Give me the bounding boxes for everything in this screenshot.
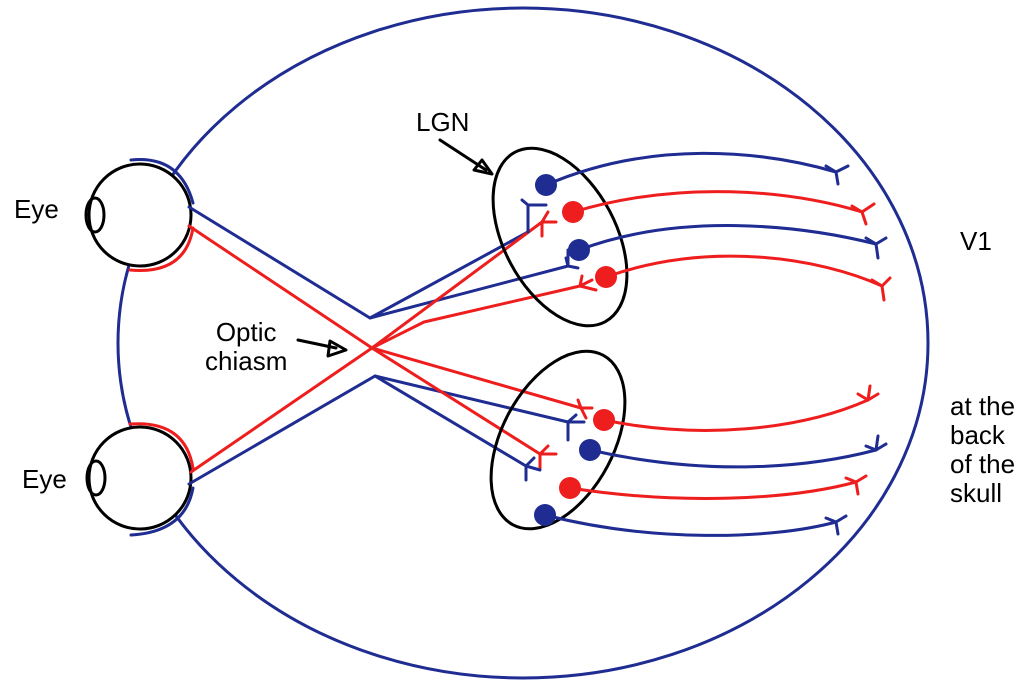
optic-tract-blue-bottom-branch — [373, 374, 528, 468]
v1-terminal-blue — [864, 434, 888, 452]
retina-top-nasal — [128, 226, 195, 272]
terminal-blue — [566, 413, 586, 442]
v1-terminal-red — [850, 202, 876, 226]
terminal-blue — [524, 456, 542, 482]
lgn-bottom-terminals — [524, 398, 594, 482]
radiation-red — [568, 480, 858, 500]
skull-note-line4: skull — [950, 478, 1003, 508]
optic-tract-blue-top-uncrossed — [187, 205, 530, 320]
lgn-top-terminals — [520, 198, 598, 292]
radiation-red — [604, 254, 884, 288]
radiation-blue — [577, 224, 878, 252]
eyeball-top — [87, 162, 193, 268]
skull-note-line3: of the — [950, 449, 1016, 479]
lgn-bottom-outline — [489, 349, 627, 531]
radiation-blue — [544, 151, 838, 187]
v1-terminal-red — [844, 474, 868, 496]
v1-terminal-blue — [864, 236, 888, 260]
retina-bottom-nasal — [128, 422, 195, 470]
optic-chiasm-label-line2: chiasm — [205, 346, 288, 376]
retina-top-temporal — [129, 158, 195, 205]
optic-chiasm-label: Optic chiasm — [205, 318, 287, 376]
terminal-red — [578, 274, 598, 292]
arrow-optic-chiasm — [296, 338, 348, 358]
v1-terminal-blue — [824, 164, 850, 186]
optic-tract-blue-top-branch — [368, 264, 570, 320]
optic-tract-blue-bottom-uncrossed — [187, 374, 570, 486]
lgn-top-outline — [491, 146, 629, 328]
radiation-red — [602, 398, 870, 432]
terminal-blue — [564, 248, 580, 270]
arrow-lgn — [438, 138, 494, 176]
eye-top-label: Eye — [14, 194, 59, 224]
radiation-blue — [543, 513, 838, 537]
skull-note-line2: back — [950, 420, 1005, 450]
v1-terminal-red — [870, 276, 892, 302]
skull-outline — [116, 6, 930, 680]
v1-label: V1 — [960, 226, 992, 256]
radiation-blue — [588, 448, 878, 469]
skull-note-line1: at the — [950, 391, 1016, 421]
terminal-red — [538, 444, 558, 470]
radiation-red — [571, 190, 864, 214]
optic-chiasm-label-line1: Optic — [215, 317, 277, 347]
optic-tract-red-bottom-crossed-branch — [370, 284, 582, 350]
eyeball-bottom — [87, 425, 193, 531]
cornea-bottom — [85, 459, 107, 497]
v1-terminal-red — [856, 384, 880, 402]
eye-bottom — [85, 422, 195, 537]
eye-bottom-label: Eye — [22, 464, 67, 494]
optic-tract-red-top-crossed-branch — [370, 346, 542, 456]
lgn-label: LGN — [416, 107, 470, 137]
eye-top — [84, 158, 195, 272]
terminal-red — [540, 210, 558, 238]
retina-bottom-temporal — [129, 486, 195, 537]
cornea-top — [84, 196, 106, 234]
v1-terminal-blue — [824, 514, 848, 536]
skull-note-label: at the back of the skull — [950, 392, 1015, 508]
terminal-red — [576, 398, 594, 420]
